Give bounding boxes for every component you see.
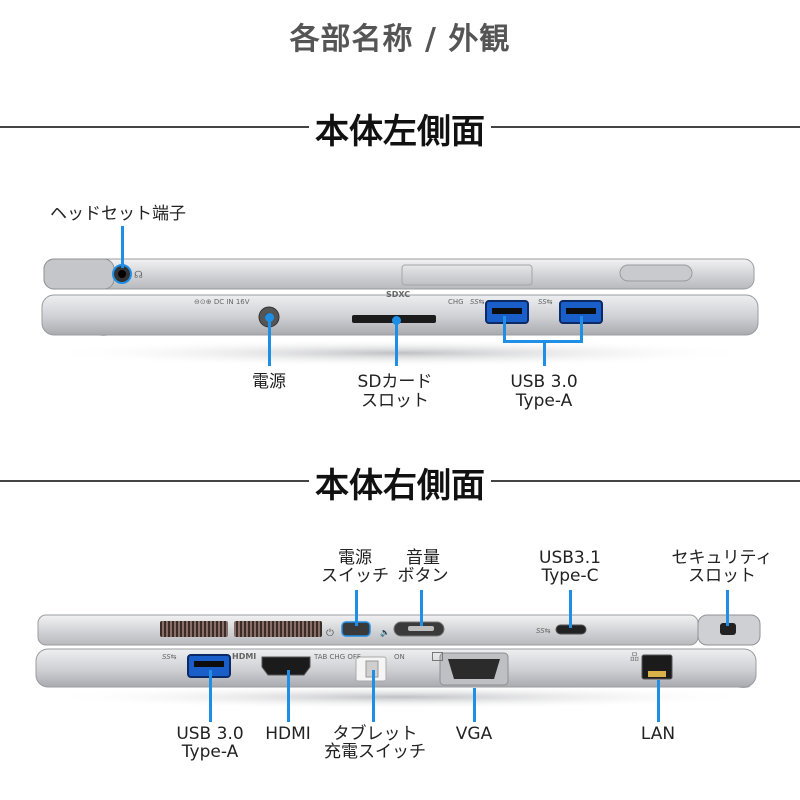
sd-callout-dot: [392, 316, 401, 325]
volume-button-highlight: [408, 626, 434, 631]
left-side-heading-text: 本体左側面: [309, 112, 491, 152]
laptop-left-side-illustration: ☊: [40, 258, 760, 367]
dc-in-engraving: ⊖⊙⊕ DC IN 16V: [194, 298, 250, 306]
sdxc-logo: SDXC: [386, 290, 411, 299]
usb-a-label-line1: USB 3.0: [176, 724, 244, 744]
volume-label-line1: 音量: [406, 548, 440, 568]
usb-port-2-tongue: [566, 308, 596, 314]
lid-panel: [401, 264, 533, 286]
right-side-heading: 本体右側面: [0, 458, 800, 507]
usb-a-port-tongue: [194, 661, 224, 667]
usbc-label-line1: USB3.1: [539, 548, 601, 568]
tablet-switch-label-line2: 充電スイッチ: [324, 742, 426, 762]
usb-ss-logo: SS⇆: [162, 653, 177, 661]
laptop-right-side-illustration: ⏻ 🔈: [35, 614, 761, 709]
usb-a-callout-line: [209, 670, 212, 722]
usb-label-line1: USB 3.0: [510, 372, 578, 392]
volume-label-line2: ボタン: [397, 566, 449, 586]
power-callout-dot: [265, 313, 274, 322]
headset-icon: ☊: [134, 270, 143, 281]
tablet-switch-callout-line: [372, 670, 375, 722]
lan-callout-line: [657, 680, 660, 722]
usb-label-line2: Type-A: [515, 391, 573, 411]
page-title: 各部名称 / 外観: [289, 22, 511, 57]
hdmi-logo: HDMI: [232, 652, 257, 661]
power-switch-label-line1: 電源: [338, 548, 372, 568]
hdmi-port: [261, 656, 311, 676]
security-label-line1: セキュリティ: [671, 548, 773, 568]
usb-ss-logo-2: SS⇆: [538, 298, 553, 306]
lan-icon: 品: [630, 653, 640, 663]
usb-callout-left: [503, 316, 506, 342]
security-slot: [720, 623, 736, 635]
power-switch-label-line2: スイッチ: [321, 566, 389, 586]
volume-icon: 🔈: [380, 628, 390, 637]
vga-label: VGA: [455, 724, 493, 744]
shadow: [40, 685, 760, 709]
air-vent-2: [234, 621, 322, 637]
hdmi-callout-line: [287, 670, 290, 722]
usb-ss-logo-1: SS⇆: [470, 298, 485, 306]
power-callout-line: [268, 318, 271, 366]
power-switch-callout-line: [355, 590, 358, 626]
hinge-block: [43, 258, 115, 290]
stylus-slot: [619, 264, 693, 282]
usbc-label-line2: Type-C: [541, 566, 599, 586]
chg-engraving: CHG: [448, 298, 464, 306]
on-engraving: ON: [394, 653, 405, 661]
headset-jack-hole: [118, 270, 126, 278]
vga-callout-line: [473, 688, 476, 722]
usbc-callout-line: [569, 590, 572, 628]
tablet-switch-label-line1: タブレット: [332, 724, 418, 744]
usb-a-label-line2: Type-A: [181, 742, 239, 762]
volume-callout-line: [420, 590, 423, 626]
usb-c-ss-logo: SS⇆: [536, 627, 551, 635]
power-label: 電源: [252, 372, 286, 392]
lan-port-pins: [648, 671, 666, 677]
right-side-heading-text: 本体右側面: [309, 466, 491, 506]
security-callout-line: [726, 590, 729, 626]
hdmi-label: HDMI: [265, 724, 311, 744]
sd-callout-line: [395, 321, 398, 366]
left-side-heading: 本体左側面: [0, 104, 800, 153]
tab-chg-engraving: TAB CHG OFF: [314, 653, 361, 661]
vga-port: [448, 659, 500, 679]
sd-label-line1: SDカード: [357, 372, 433, 392]
usb-callout-right: [580, 316, 583, 342]
power-icon: ⏻: [326, 628, 334, 639]
vga-icon: [432, 652, 443, 661]
headset-callout-line: [121, 226, 124, 268]
usb-port-1-tongue: [492, 308, 522, 314]
lan-label: LAN: [640, 724, 676, 744]
headset-label: ヘッドセット端子: [50, 204, 186, 224]
sd-label-line2: スロット: [361, 391, 429, 411]
security-label-line2: スロット: [688, 566, 756, 586]
shadow: [40, 339, 760, 367]
air-vent-1: [160, 621, 228, 637]
usb-callout-stem: [543, 340, 546, 366]
